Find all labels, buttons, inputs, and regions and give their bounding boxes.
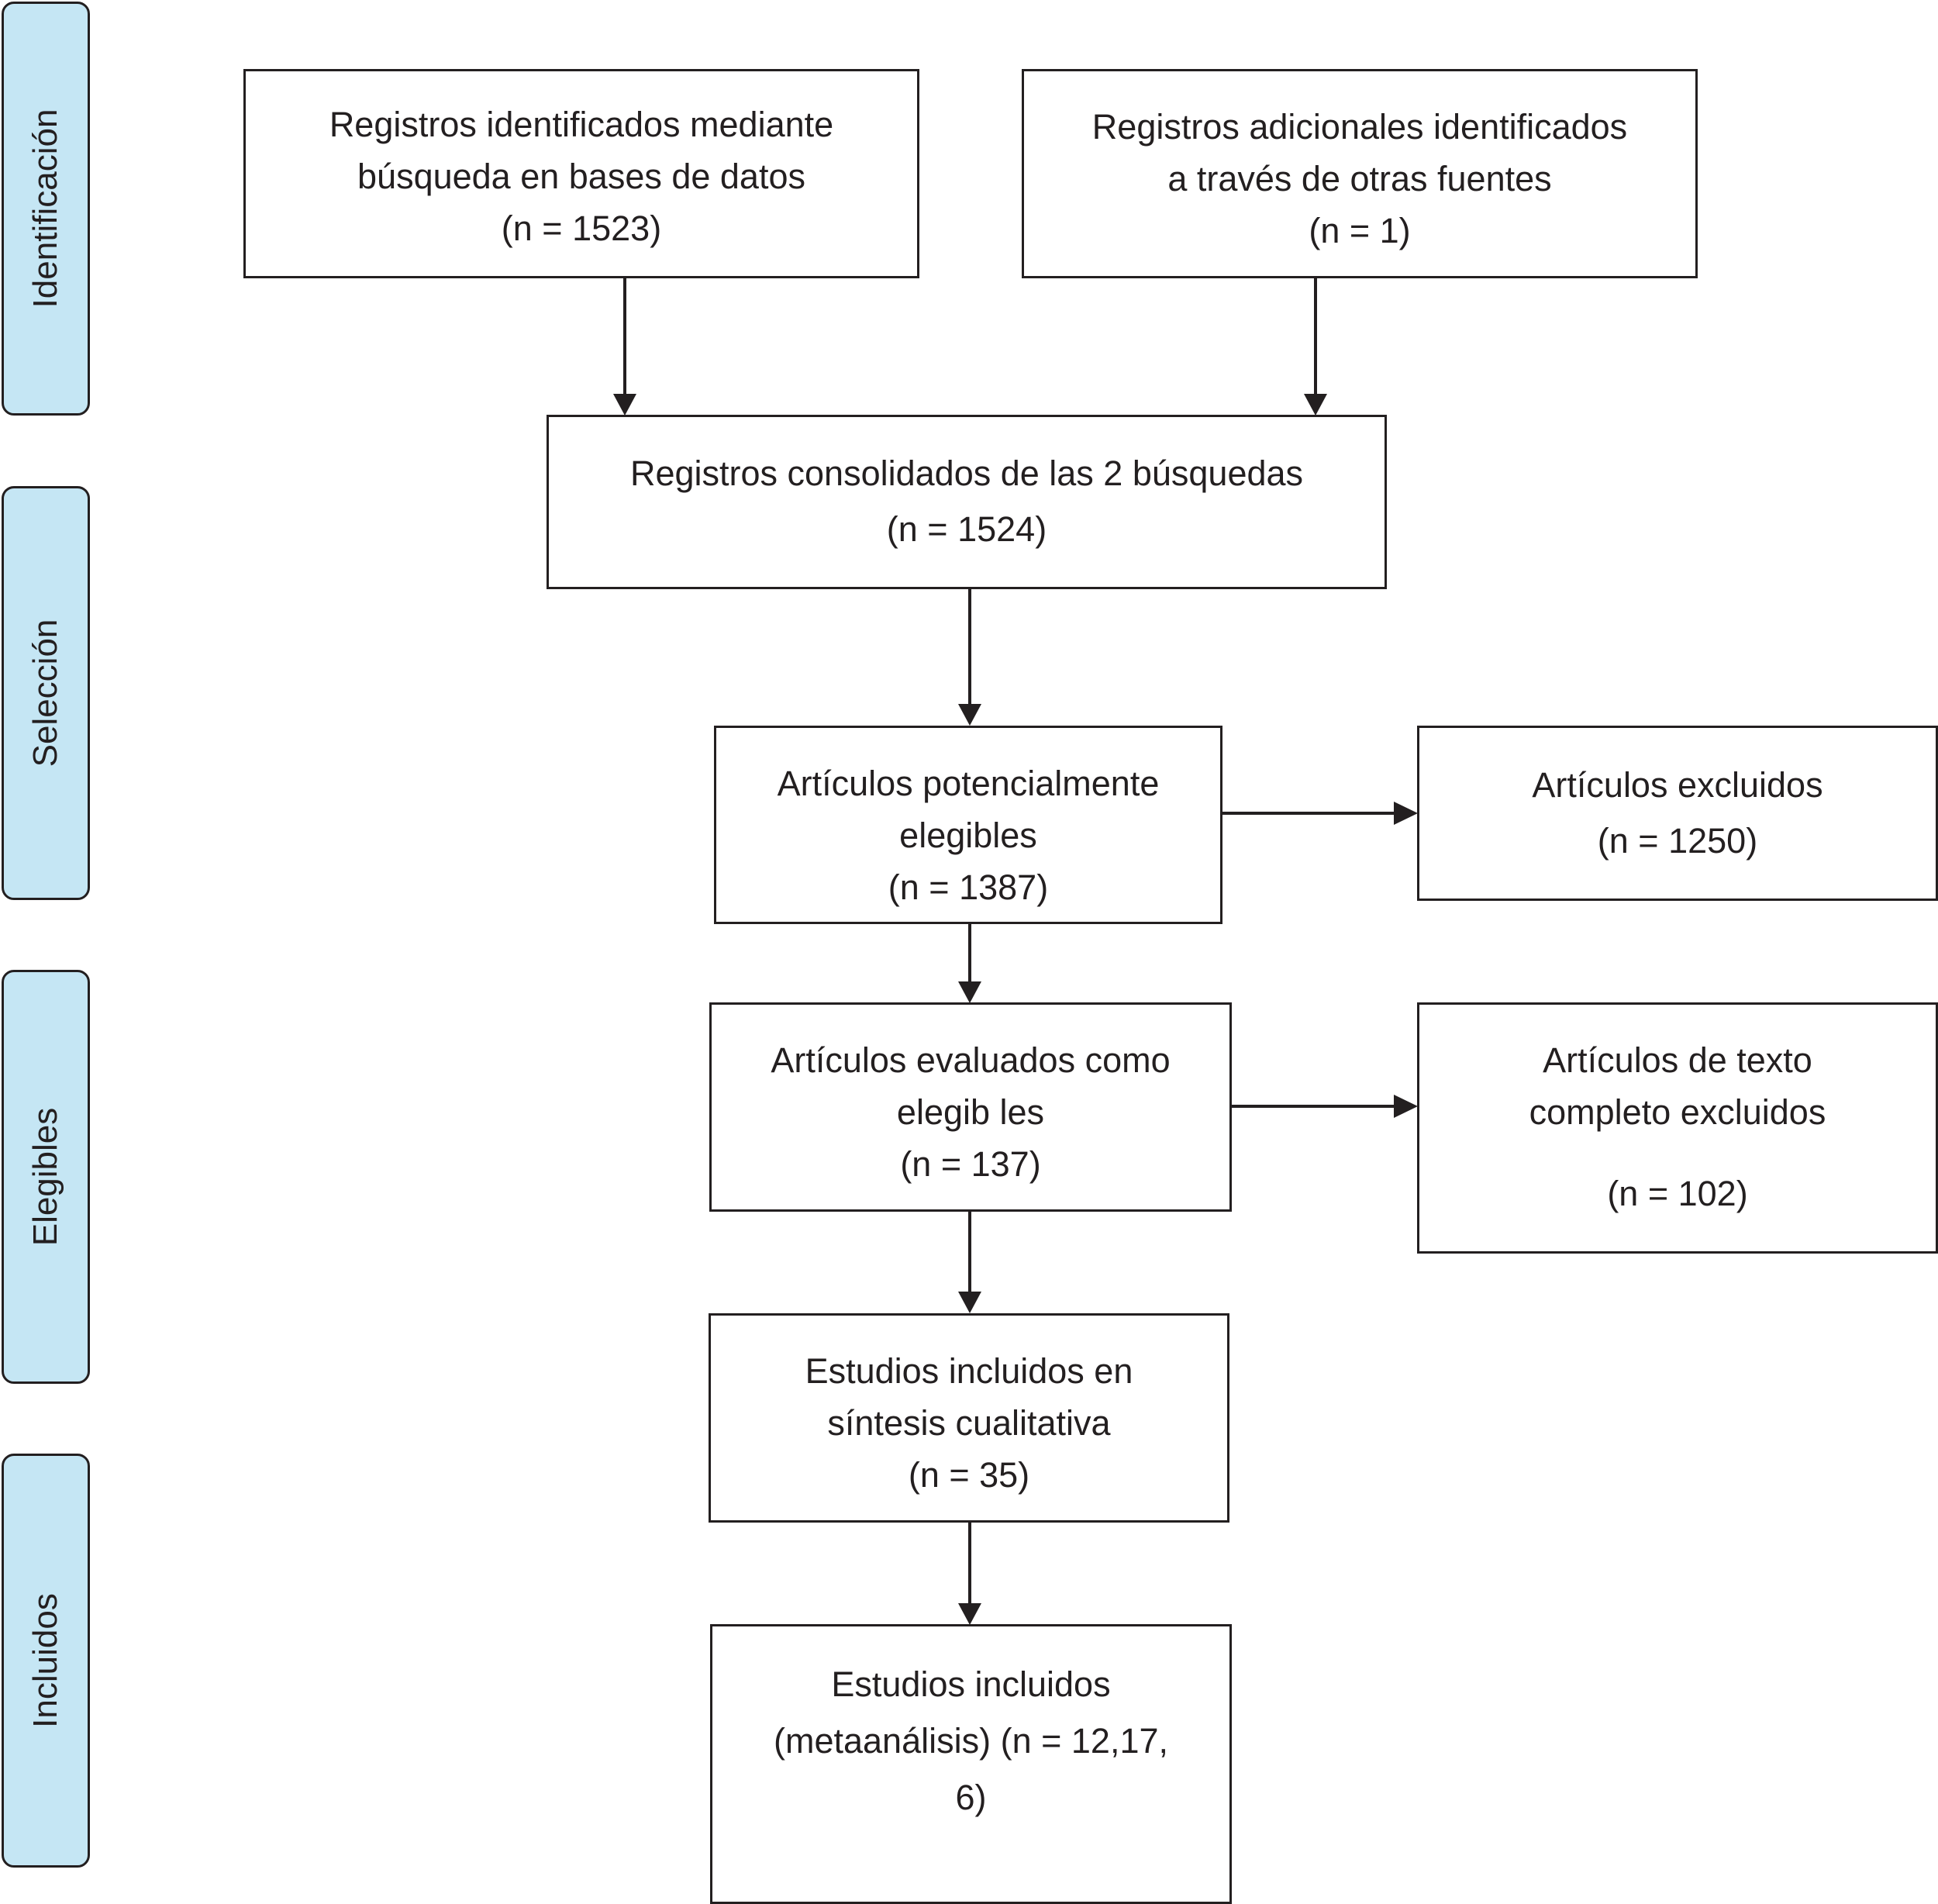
other-sources-count: (n = 1) bbox=[1309, 211, 1411, 250]
qualitative-line2: síntesis cualitativa bbox=[827, 1403, 1111, 1443]
stage-tab-elegibles: Elegibles bbox=[2, 970, 90, 1384]
box-qualitative: Estudios incluidos en síntesis cualitati… bbox=[709, 1313, 1229, 1523]
box-assessed-eligible: Artículos evaluados como elegib les (n =… bbox=[709, 1002, 1232, 1212]
consolidated-line1: Registros consolidados de las 2 búsqueda… bbox=[629, 454, 1304, 493]
fulltext-excluded-count: (n = 102) bbox=[1607, 1174, 1748, 1213]
metaanalysis-line2: (metaanálisis) (n = 12,17, bbox=[774, 1721, 1168, 1761]
arrowhead-assessed bbox=[958, 981, 981, 1003]
stage-tab-seleccion: Selección bbox=[2, 486, 90, 900]
arrowhead-consolidated bbox=[958, 704, 981, 726]
box-consolidated: Registros consolidados de las 2 búsqueda… bbox=[547, 415, 1387, 589]
arrowhead-excluded bbox=[1394, 802, 1418, 825]
arrowhead-db bbox=[613, 394, 636, 416]
box-fulltext-excluded: Artículos de texto completo excluidos (n… bbox=[1417, 1002, 1938, 1254]
potentially-eligible-line2: elegibles bbox=[899, 816, 1037, 855]
fulltext-excluded-line1: Artículos de texto bbox=[1543, 1040, 1812, 1080]
excluded-line1: Artículos excluidos bbox=[1532, 765, 1823, 805]
box-other-sources: Registros adicionales identificados a tr… bbox=[1022, 69, 1698, 278]
db-search-count: (n = 1523) bbox=[501, 209, 662, 248]
arrowhead-qualitative bbox=[958, 1292, 981, 1313]
arrowhead-other bbox=[1304, 394, 1327, 416]
assessed-eligible-line1: Artículos evaluados como bbox=[771, 1040, 1171, 1080]
potentially-eligible-line1: Artículos potencialmente bbox=[777, 764, 1160, 803]
potentially-eligible-count: (n = 1387) bbox=[888, 867, 1049, 907]
metaanalysis-line3: 6) bbox=[955, 1778, 987, 1817]
qualitative-line1: Estudios incluidos en bbox=[805, 1351, 1133, 1391]
stage-tab-identificacion: Identificación bbox=[2, 2, 90, 416]
stage-tab-incluidos: Incluidos bbox=[2, 1454, 90, 1868]
other-sources-line2: a través de otras fuentes bbox=[1167, 159, 1552, 198]
assessed-eligible-line2: elegib les bbox=[896, 1092, 1045, 1132]
box-db-search bbox=[243, 69, 919, 278]
db-search-line2: búsqueda en bases de datos bbox=[357, 157, 805, 196]
box-metaanalysis: Estudios incluidos (metaanálisis) (n = 1… bbox=[710, 1624, 1232, 1904]
other-sources-line1: Registros adicionales identificados bbox=[1091, 107, 1628, 147]
db-search-line1: Registros identificados mediante bbox=[329, 105, 834, 144]
excluded-count: (n = 1250) bbox=[1597, 821, 1758, 861]
metaanalysis-line1: Estudios incluidos bbox=[831, 1664, 1111, 1704]
box-db-search-text: Registros identificados mediante búsqued… bbox=[243, 69, 919, 278]
fulltext-excluded-line2: completo excluidos bbox=[1529, 1092, 1826, 1132]
box-excluded: Artículos excluidos (n = 1250) bbox=[1417, 726, 1938, 901]
arrowhead-fulltext bbox=[1394, 1095, 1418, 1118]
consolidated-count: (n = 1524) bbox=[886, 509, 1047, 549]
assessed-eligible-count: (n = 137) bbox=[900, 1144, 1041, 1184]
arrowhead-meta bbox=[958, 1603, 981, 1625]
qualitative-count: (n = 35) bbox=[908, 1455, 1030, 1495]
box-potentially-eligible: Artículos potencialmente elegibles (n = … bbox=[714, 726, 1222, 924]
